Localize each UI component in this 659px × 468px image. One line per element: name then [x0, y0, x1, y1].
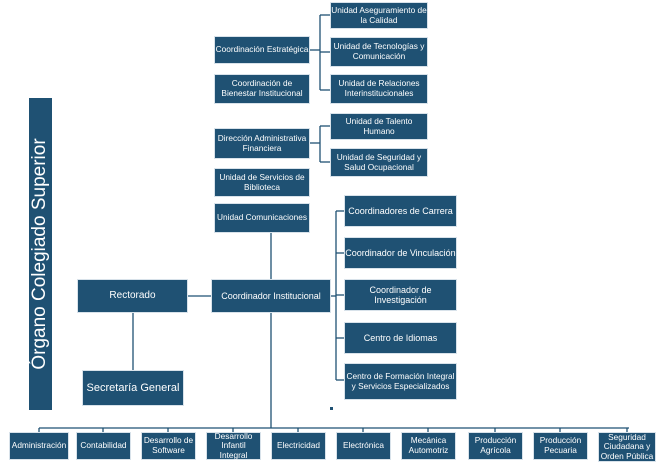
carrera-produccion-agricola-box: Producción Agrícola	[468, 432, 523, 460]
coordinadores-carrera-box: Coordinadores de Carrera	[344, 195, 457, 227]
carrera-mecanica-box: Mecánica Automotriz	[401, 432, 456, 460]
unidad-relaciones-box: Unidad de Relaciones Interinstitucionale…	[330, 74, 428, 104]
coordinacion-estrategica-box: Coordinación Estratégica	[214, 36, 310, 64]
organo-colegiado-label: Órgano Colegiado Superior	[29, 138, 50, 370]
carrera-administracion-box: Administración	[9, 432, 69, 460]
unidad-tecnologias-box: Unidad de Tecnologías y Comunicación	[330, 37, 428, 67]
coordinador-vinculacion-box: Coordinador de Vinculación	[344, 237, 457, 269]
carrera-produccion-pecuaria-box: Producción Pecuaria	[533, 432, 588, 460]
unidad-aseguramiento-box: Unidad Aseguramiento de la Calidad	[330, 2, 428, 29]
secretaria-general-box: Secretaría General	[82, 370, 184, 406]
unidad-talento-humano-box: Unidad de Talento Humano	[330, 113, 428, 140]
carrera-contabilidad-box: Contabilidad	[76, 432, 131, 460]
centro-formacion-box: Centro de Formación Integral y Servicios…	[344, 363, 457, 400]
direccion-administrativa-box: Dirección Administrativa Financiera	[214, 128, 310, 159]
coordinacion-bienestar-box: Coordinación de Bienestar Institucional	[214, 74, 310, 104]
carrera-seguridad-ciudadana-box: Seguridad Ciudadana y Orden Pública	[598, 432, 656, 462]
carrera-desarrollo-software-box: Desarrollo de Software	[141, 432, 196, 460]
organo-colegiado-band	[29, 98, 52, 410]
unidad-biblioteca-box: Unidad de Servicios de Biblioteca	[214, 168, 310, 197]
carrera-electricidad-box: Electricidad	[271, 432, 326, 460]
rectorado-box: Rectorado	[77, 279, 188, 313]
coordinador-investigacion-box: Coordinador de Investigación	[344, 279, 457, 311]
centro-idiomas-box: Centro de Idiomas	[344, 322, 457, 354]
carrera-desarrollo-infantil-box: Desarrollo Infantil Integral	[206, 431, 261, 460]
unidad-seguridad-salud-box: Unidad de Seguridad y Salud Ocupacional	[330, 148, 428, 177]
coordinador-institucional-box: Coordinador Institucional	[211, 279, 331, 313]
carrera-electronica-box: Electrónica	[336, 432, 391, 460]
unidad-comunicaciones-box: Unidad Comunicaciones	[214, 203, 310, 233]
